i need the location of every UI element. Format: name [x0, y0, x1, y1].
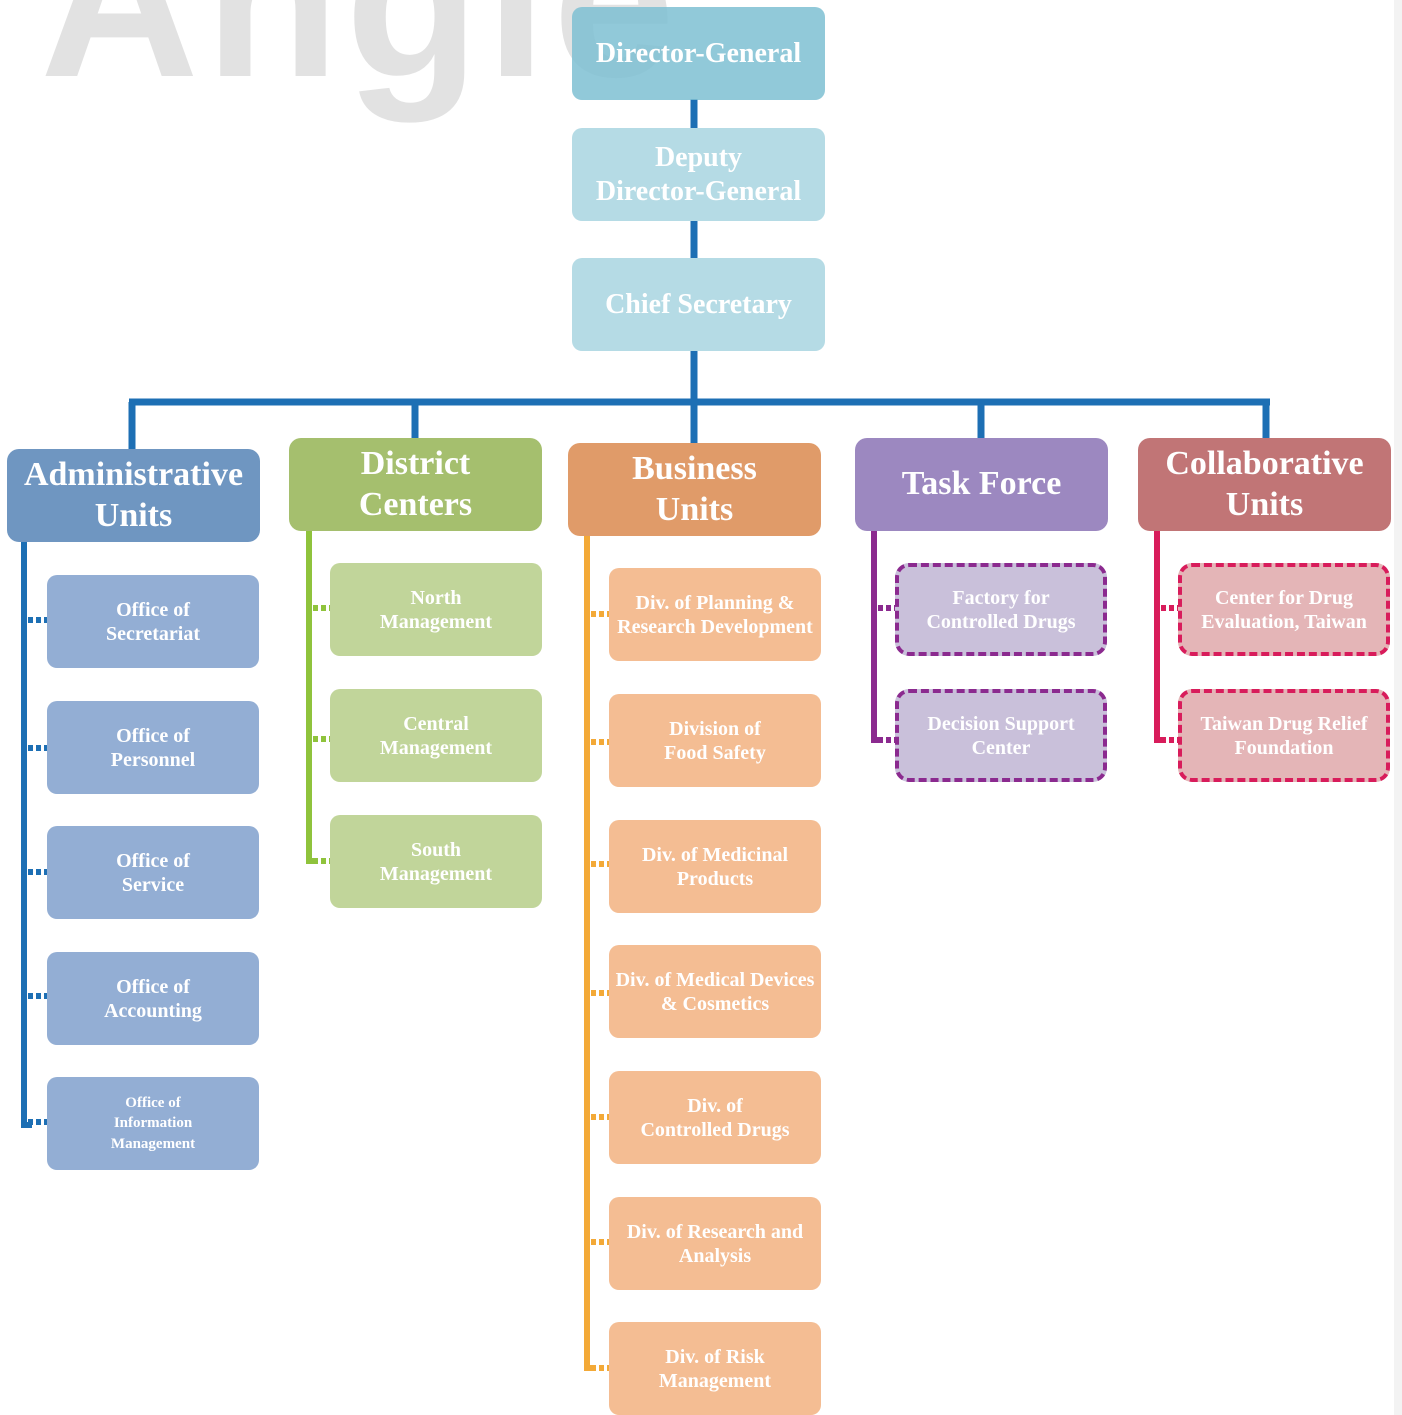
- business-header-line-2: Units: [655, 490, 734, 528]
- unit-label-line: Div. of Risk: [665, 1345, 765, 1368]
- district-header-line-2: Centers: [358, 485, 473, 523]
- unit-label-line: Div. of Research and: [626, 1220, 804, 1243]
- unit-label-line: Personnel: [110, 748, 196, 771]
- unit-label-line: Office of: [116, 598, 190, 621]
- central-management-box[interactable]: Central Management: [330, 689, 542, 782]
- unit-label-line: Evaluation, Taiwan: [1201, 610, 1367, 633]
- unit-label-line: Office of: [116, 975, 190, 998]
- unit-label-line: Management: [379, 610, 493, 633]
- factory-controlled-drugs-box[interactable]: Factory for Controlled Drugs: [895, 563, 1107, 656]
- district-header-line-1: District: [360, 444, 471, 482]
- right-edge-strip: [1394, 0, 1402, 1415]
- unit-label-line: Management: [379, 862, 493, 885]
- unit-label-line: Analysis: [678, 1244, 752, 1267]
- div-planning-research-box[interactable]: Div. of Planning & Research Development: [609, 568, 821, 661]
- director-general-label: Director-General: [595, 37, 802, 69]
- unit-label-line: Management: [379, 736, 493, 759]
- chief-secretary-label: Chief Secretary: [605, 288, 792, 320]
- task-header-line-1: Task Force: [901, 465, 1062, 503]
- unit-label-line: Service: [121, 873, 185, 896]
- collab-header-line-2: Units: [1225, 485, 1304, 523]
- watermark: Angle: [40, 0, 682, 123]
- unit-label-line: Products: [676, 867, 754, 890]
- deputy-director-general-box[interactable]: Deputy Director-General: [572, 128, 825, 221]
- business-units-header[interactable]: Business Units: [568, 443, 821, 536]
- unit-label-line: Office of: [116, 849, 190, 872]
- unit-label-line: Div. of Medicinal: [641, 843, 789, 866]
- unit-label-line: Information: [113, 1115, 193, 1132]
- taiwan-drug-relief-foundation-box[interactable]: Taiwan Drug Relief Foundation: [1178, 689, 1390, 782]
- admin-header-line-1: Administrative: [23, 455, 244, 493]
- administrative-units-header[interactable]: Administrative Units: [7, 449, 260, 542]
- center-drug-evaluation-box[interactable]: Center for Drug Evaluation, Taiwan: [1178, 563, 1390, 656]
- office-service-box[interactable]: Office of Service: [47, 826, 259, 919]
- unit-label-line: Decision Support: [927, 712, 1075, 735]
- office-information-management-box[interactable]: Office of Information Management: [47, 1077, 259, 1170]
- unit-label-line: Controlled Drugs: [926, 610, 1076, 633]
- collaborative-units-header[interactable]: Collaborative Units: [1138, 438, 1391, 531]
- unit-label-line: & Cosmetics: [660, 992, 770, 1015]
- unit-label-line: Center for Drug: [1214, 586, 1354, 609]
- unit-label-line: Controlled Drugs: [640, 1118, 790, 1141]
- div-food-safety-box[interactable]: Division of Food Safety: [609, 694, 821, 787]
- unit-label-line: Factory for: [952, 586, 1050, 609]
- unit-label-line: Center: [971, 736, 1031, 759]
- north-management-box[interactable]: North Management: [330, 563, 542, 656]
- unit-label-line: Management: [658, 1369, 772, 1392]
- collab-header-line-1: Collaborative: [1165, 444, 1364, 482]
- south-management-box[interactable]: South Management: [330, 815, 542, 908]
- unit-label-line: Management: [110, 1135, 196, 1152]
- unit-label-line: Accounting: [104, 999, 202, 1022]
- decision-support-center-box[interactable]: Decision Support Center: [895, 689, 1107, 782]
- office-secretariat-box[interactable]: Office of Secretariat: [47, 575, 259, 668]
- unit-label-line: North: [410, 586, 462, 609]
- div-controlled-drugs-box[interactable]: Div. of Controlled Drugs: [609, 1071, 821, 1164]
- unit-label-line: Div. of: [687, 1094, 743, 1117]
- task-force-header[interactable]: Task Force: [855, 438, 1108, 531]
- unit-label-line: Research Development: [617, 615, 813, 638]
- div-risk-management-box[interactable]: Div. of Risk Management: [609, 1322, 821, 1415]
- div-research-analysis-box[interactable]: Div. of Research and Analysis: [609, 1197, 821, 1290]
- office-personnel-box[interactable]: Office of Personnel: [47, 701, 259, 794]
- deputy-label-line-2: Director-General: [595, 175, 802, 207]
- district-spine: [306, 530, 317, 864]
- unit-label-line: Food Safety: [664, 741, 766, 764]
- director-general-box[interactable]: Director-General: [572, 7, 825, 100]
- unit-label-line: Central: [403, 712, 469, 735]
- task-spine: [871, 530, 882, 743]
- district-centers-header[interactable]: District Centers: [289, 438, 542, 531]
- collab-spine: [1154, 530, 1165, 743]
- business-header-line-1: Business: [632, 449, 757, 487]
- deputy-label-line-1: Deputy: [654, 141, 743, 173]
- unit-label-line: Foundation: [1234, 736, 1334, 759]
- unit-label-line: Office of: [125, 1095, 181, 1112]
- unit-label-line: Division of: [669, 717, 761, 740]
- office-accounting-box[interactable]: Office of Accounting: [47, 952, 259, 1045]
- unit-label-line: Div. of Planning &: [635, 591, 795, 614]
- div-medical-devices-box[interactable]: Div. of Medical Devices & Cosmetics: [609, 945, 821, 1038]
- admin-header-line-2: Units: [94, 496, 173, 534]
- unit-label-line: Div. of Medical Devices: [615, 968, 815, 991]
- unit-label-line: Secretariat: [105, 622, 201, 645]
- chief-secretary-box[interactable]: Chief Secretary: [572, 258, 825, 351]
- unit-label-line: South: [410, 838, 462, 861]
- admin-spine: [21, 541, 32, 1128]
- unit-label-line: Office of: [116, 724, 190, 747]
- unit-label-line: Taiwan Drug Relief: [1200, 712, 1368, 735]
- div-medicinal-products-box[interactable]: Div. of Medicinal Products: [609, 820, 821, 913]
